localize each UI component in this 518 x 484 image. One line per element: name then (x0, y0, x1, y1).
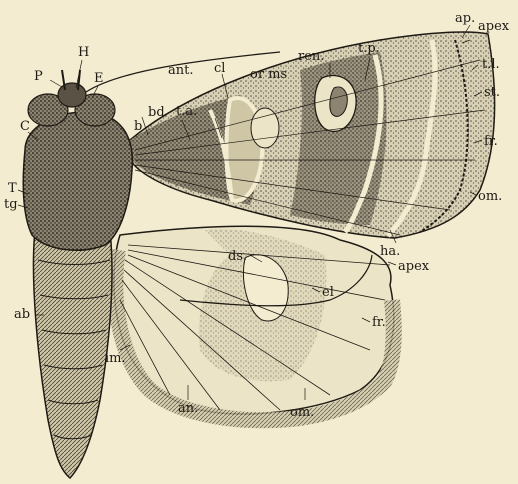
label-discal-spot: ds. (228, 249, 247, 264)
label-apex-forewing: apex (478, 19, 510, 34)
label-basal-line: b (134, 119, 142, 134)
label-head: H (78, 45, 89, 60)
label-thorax: T (8, 181, 17, 196)
label-transverse-posterior: t.p. (358, 41, 380, 56)
label-claviform-spot: cl (214, 61, 225, 76)
label-abdomen: ab (14, 307, 30, 322)
abdomen (33, 230, 111, 478)
label-basal-dash: bd (148, 105, 165, 120)
label-fringe-hindwing: fr. (372, 315, 386, 330)
label-apex-hindwing: apex (398, 259, 430, 274)
label-antenna: ant. (168, 63, 193, 78)
label-subterminal-line: st. (484, 85, 500, 100)
label-apical-patch: ap. (455, 11, 475, 26)
hind-wing (114, 226, 394, 420)
thorax (23, 112, 132, 250)
label-inner-margin: im. (105, 351, 126, 366)
orbicular-ring (251, 108, 279, 148)
label-palpi: P (34, 69, 43, 84)
label-collar: C (20, 119, 30, 134)
label-outer-margin-hindwing: om. (290, 405, 314, 420)
label-terminal-line: t.l. (482, 57, 500, 72)
label-eye: E (94, 71, 104, 86)
label-anal-angle: an. (178, 401, 198, 416)
label-reniform-spot: ren. (298, 49, 324, 64)
label-hind-angle: ha. (380, 244, 400, 259)
label-transverse-anterior: t.a. (176, 104, 197, 119)
head (58, 83, 86, 107)
label-fringe-forewing: fr. (484, 134, 498, 149)
label-tegulae: tg (4, 197, 18, 212)
label-exterior-line: el (322, 285, 334, 300)
label-orbicular-median-shade: or ms (250, 67, 287, 82)
label-outer-margin-forewing: om. (478, 189, 502, 204)
